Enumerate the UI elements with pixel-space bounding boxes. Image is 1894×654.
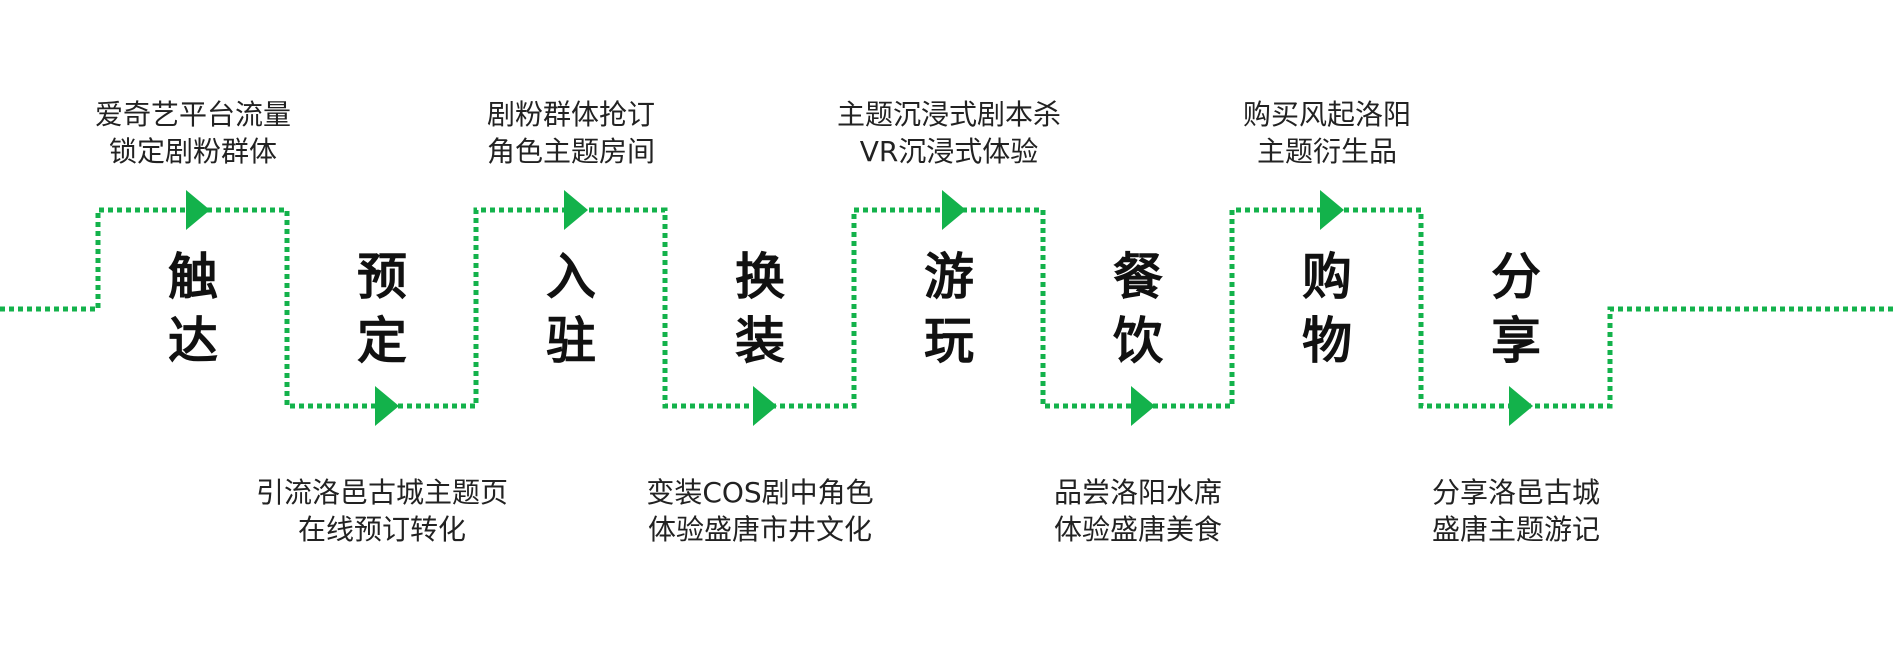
arrow-icon xyxy=(375,386,399,426)
stage-description-line1: 变装COS剧中角色 xyxy=(646,476,873,509)
stage-label-bottom: 饮 xyxy=(1113,312,1164,370)
dotted-journey-path xyxy=(0,207,1894,409)
stage-description-line1: 分享洛邑古城 xyxy=(1432,476,1600,509)
stage-labels: 触达 预定 入驻 换装 游玩 餐饮 购物 分享 xyxy=(168,248,1541,370)
stage-description-line2: 主题衍生品 xyxy=(1257,135,1397,168)
arrow-icon xyxy=(1131,386,1155,426)
arrow-icon xyxy=(1320,190,1344,230)
stage-label-top: 餐 xyxy=(1113,248,1164,306)
stage-label-bottom: 装 xyxy=(735,312,785,370)
arrow-icon xyxy=(186,190,210,230)
stage-description-line2: 盛唐主题游记 xyxy=(1432,513,1600,546)
stage-description-line2: 体验盛唐市井文化 xyxy=(648,513,872,546)
arrow-icon xyxy=(753,386,777,426)
stage-label-top: 触 xyxy=(168,248,218,306)
arrow-icon xyxy=(1509,386,1533,426)
stage-label-top: 预 xyxy=(357,248,407,306)
stage-label-bottom: 玩 xyxy=(924,312,974,370)
stage-description-line2: 在线预订转化 xyxy=(298,513,466,546)
stage-label-top: 购 xyxy=(1302,248,1352,306)
stage-description-line1: 购买风起洛阳 xyxy=(1243,98,1411,131)
arrow-icon xyxy=(942,190,966,230)
stage-description-line2: 角色主题房间 xyxy=(487,135,655,168)
stage-label-bottom: 达 xyxy=(168,312,218,370)
stage-label-top: 游 xyxy=(924,248,974,306)
stage-description-line1: 主题沉浸式剧本杀 xyxy=(837,98,1061,131)
direction-arrows xyxy=(186,190,1533,426)
stage-description-line1: 引流洛邑古城主题页 xyxy=(256,476,508,509)
stage-label-bottom: 定 xyxy=(357,312,407,370)
stage-description-line1: 品尝洛阳水席 xyxy=(1054,476,1222,509)
stage-label-bottom: 物 xyxy=(1302,312,1352,370)
stage-label-bottom: 驻 xyxy=(546,312,596,370)
stage-description-line1: 剧粉群体抢订 xyxy=(487,98,655,131)
stage-label-top: 分 xyxy=(1491,248,1541,306)
arrow-icon xyxy=(564,190,588,230)
stage-label-bottom: 享 xyxy=(1491,312,1541,370)
stage-label-top: 入 xyxy=(546,248,596,306)
stage-description-line1: 爱奇艺平台流量 xyxy=(95,98,291,131)
stage-label-top: 换 xyxy=(735,248,785,306)
stage-description-line2: 锁定剧粉群体 xyxy=(109,135,277,168)
stage-description-line2: VR沉浸式体验 xyxy=(860,135,1039,168)
stage-description-line2: 体验盛唐美食 xyxy=(1054,513,1222,546)
